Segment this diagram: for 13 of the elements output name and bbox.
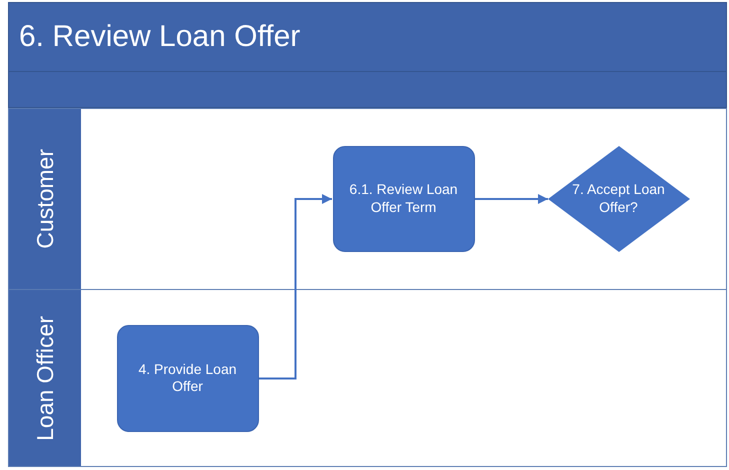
swimlane <box>8 108 727 290</box>
decision-diamond <box>548 146 690 252</box>
swimlane <box>8 289 727 467</box>
step-label: 7. Accept Loan Offer? <box>571 181 666 216</box>
lane-label: Loan Officer <box>32 316 58 440</box>
arrow <box>259 194 332 380</box>
lane-label: Customer <box>32 149 58 249</box>
arrow <box>475 194 548 204</box>
process-box <box>116 324 258 432</box>
step-label: 4. Provide Loan Offer <box>137 360 238 396</box>
step-label: 6.1. Review Loan Offer Term <box>348 181 459 216</box>
process-box <box>332 146 474 252</box>
diagram-title: 6. Review Loan Offer <box>19 20 300 54</box>
